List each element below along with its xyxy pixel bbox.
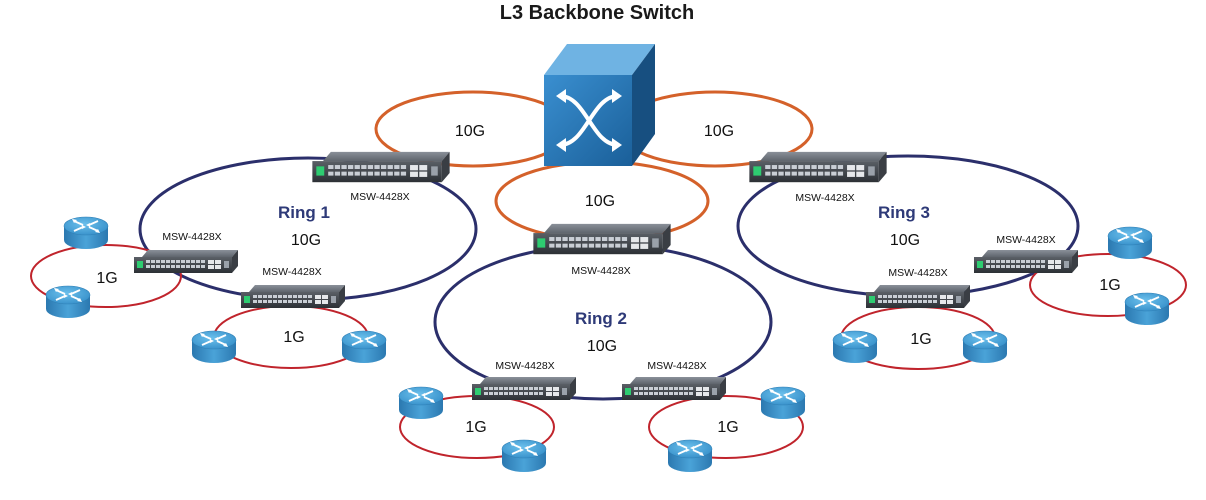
switch-model-label: MSW-4428X xyxy=(647,360,706,372)
switch-icon xyxy=(134,250,238,273)
uplink-left-speed: 10G xyxy=(455,123,485,140)
router-icon xyxy=(191,330,237,364)
router-icon xyxy=(398,386,444,420)
ring-2-label: Ring 2 xyxy=(575,309,627,328)
ring-1-label: Ring 1 xyxy=(278,203,330,222)
router-icon xyxy=(1124,292,1170,326)
diagram-title: L3 Backbone Switch xyxy=(500,2,695,24)
router-icon xyxy=(45,285,91,319)
ring-1-speed: 10G xyxy=(291,232,321,249)
switch-icon xyxy=(974,250,1078,273)
access-ring-speed: 1G xyxy=(717,419,738,436)
switch-model-label: MSW-4428X xyxy=(996,234,1055,246)
uplink-center-speed: 10G xyxy=(585,193,615,210)
router-icon xyxy=(341,330,387,364)
router-icon xyxy=(667,439,713,473)
switch-model-label: MSW-4428X xyxy=(571,265,630,277)
router-icon xyxy=(832,330,878,364)
access-ring-link xyxy=(1029,253,1187,317)
access-ring-speed: 1G xyxy=(465,419,486,436)
switch-model-label: MSW-4428X xyxy=(495,360,554,372)
ring-3-speed: 10G xyxy=(890,232,920,249)
switch-model-label: MSW-4428X xyxy=(888,267,947,279)
switch-model-label: MSW-4428X xyxy=(162,231,221,243)
switch-icon xyxy=(622,377,726,400)
switch-model-label: MSW-4428X xyxy=(262,266,321,278)
access-ring-speed: 1G xyxy=(96,270,117,287)
switch-model-label: MSW-4428X xyxy=(350,191,409,203)
router-icon xyxy=(1107,226,1153,260)
switch-icon xyxy=(533,223,671,255)
access-ring-speed: 1G xyxy=(283,329,304,346)
access-ring-speed: 1G xyxy=(910,331,931,348)
ring-2-speed: 10G xyxy=(587,338,617,355)
switch-icon xyxy=(312,151,450,183)
access-ring-link xyxy=(30,244,182,308)
switch-icon xyxy=(749,151,887,183)
uplink-right-speed: 10G xyxy=(704,123,734,140)
switch-icon xyxy=(241,285,345,308)
router-icon xyxy=(760,386,806,420)
access-ring-link xyxy=(648,395,804,459)
switch-icon xyxy=(866,285,970,308)
router-icon xyxy=(63,216,109,250)
access-ring-speed: 1G xyxy=(1099,277,1120,294)
router-icon xyxy=(501,439,547,473)
router-icon xyxy=(962,330,1008,364)
switch-icon xyxy=(472,377,576,400)
core-switch-icon xyxy=(544,44,655,166)
ring-3-label: Ring 3 xyxy=(878,203,930,222)
switch-model-label: MSW-4428X xyxy=(795,192,854,204)
